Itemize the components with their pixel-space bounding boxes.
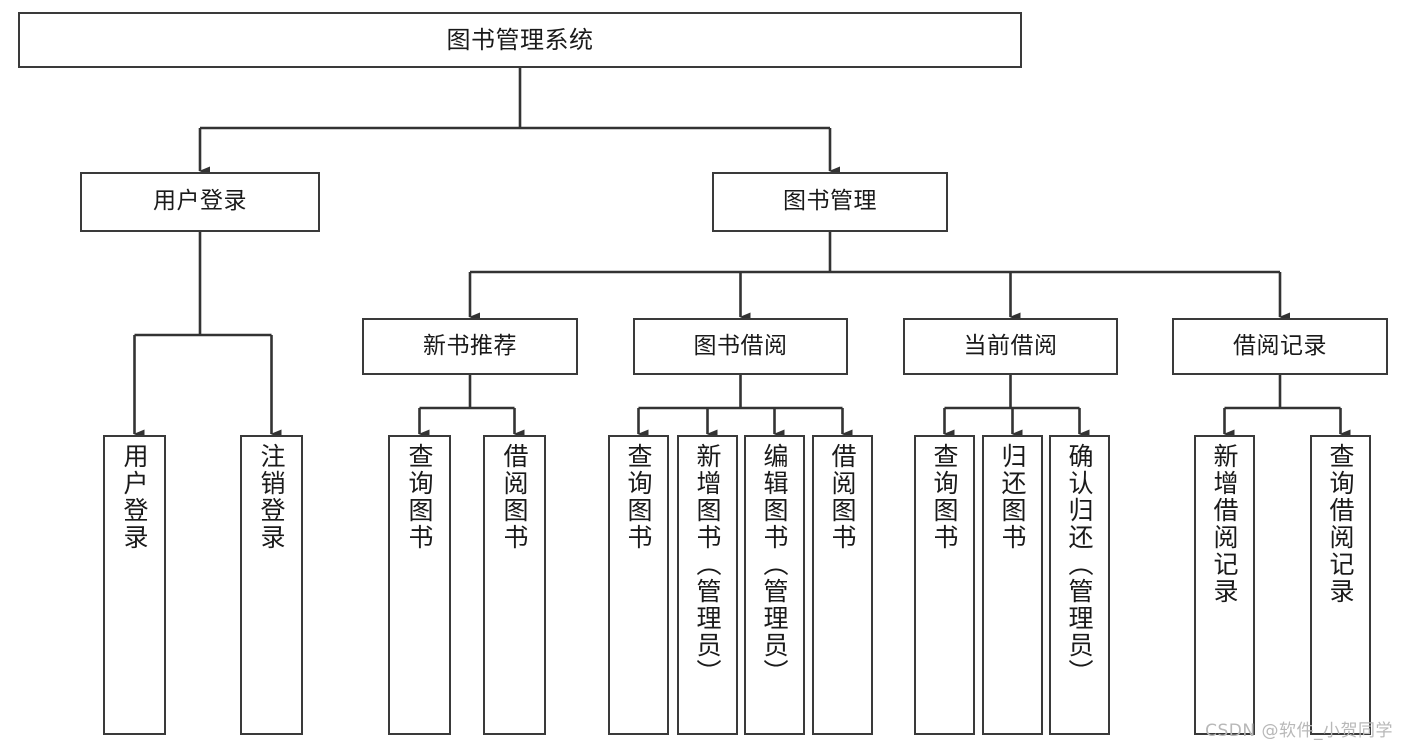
node-leaf-9[interactable]: 查询图书	[914, 435, 975, 735]
node-new-book-rec[interactable]: 新书推荐	[362, 318, 578, 375]
watermark: CSDN @软件_小贺同学	[1205, 721, 1393, 741]
node-borrow-record[interactable]: 借阅记录	[1172, 318, 1388, 375]
node-leaf-8[interactable]: 借阅图书	[812, 435, 873, 735]
edge-paths	[133, 68, 1351, 439]
node-book-manage[interactable]: 图书管理	[712, 172, 948, 232]
node-label: 用户登录	[120, 443, 149, 551]
node-current-borrow[interactable]: 当前借阅	[903, 318, 1118, 375]
node-leaf-7[interactable]: 编辑图书（管理员）	[744, 435, 805, 735]
node-label: 查询图书	[624, 443, 653, 551]
node-label: 图书管理	[783, 188, 877, 215]
node-leaf-3[interactable]: 查询图书	[388, 435, 451, 735]
node-leaf-1[interactable]: 用户登录	[103, 435, 166, 735]
node-label: 确认归还（管理员）	[1065, 443, 1094, 686]
node-leaf-6[interactable]: 新增图书（管理员）	[677, 435, 738, 735]
node-label: 归还图书	[998, 443, 1027, 551]
node-leaf-10[interactable]: 归还图书	[982, 435, 1043, 735]
node-label: 注销登录	[257, 443, 286, 551]
node-label: 查询借阅记录	[1326, 443, 1355, 605]
node-label: 用户登录	[153, 188, 247, 215]
node-leaf-12[interactable]: 新增借阅记录	[1194, 435, 1255, 735]
node-label: 借阅记录	[1233, 332, 1327, 359]
node-label: 编辑图书（管理员）	[760, 443, 789, 686]
node-label: 查询图书	[930, 443, 959, 551]
node-label: 借阅图书	[500, 443, 529, 551]
node-leaf-5[interactable]: 查询图书	[608, 435, 669, 735]
node-root[interactable]: 图书管理系统	[18, 12, 1022, 68]
node-label: 新增图书（管理员）	[693, 443, 722, 686]
node-leaf-4[interactable]: 借阅图书	[483, 435, 546, 735]
node-label: 新增借阅记录	[1210, 443, 1239, 605]
node-user-login[interactable]: 用户登录	[80, 172, 320, 232]
node-label: 图书管理系统	[446, 25, 594, 54]
node-label: 当前借阅	[963, 332, 1058, 359]
node-label: 图书借阅	[693, 332, 788, 359]
node-label: 新书推荐	[423, 332, 517, 359]
node-label: 查询图书	[405, 443, 434, 551]
node-leaf-11[interactable]: 确认归还（管理员）	[1049, 435, 1110, 735]
node-book-borrow[interactable]: 图书借阅	[633, 318, 848, 375]
node-label: 借阅图书	[828, 443, 857, 551]
node-leaf-2[interactable]: 注销登录	[240, 435, 303, 735]
node-leaf-13[interactable]: 查询借阅记录	[1310, 435, 1371, 735]
